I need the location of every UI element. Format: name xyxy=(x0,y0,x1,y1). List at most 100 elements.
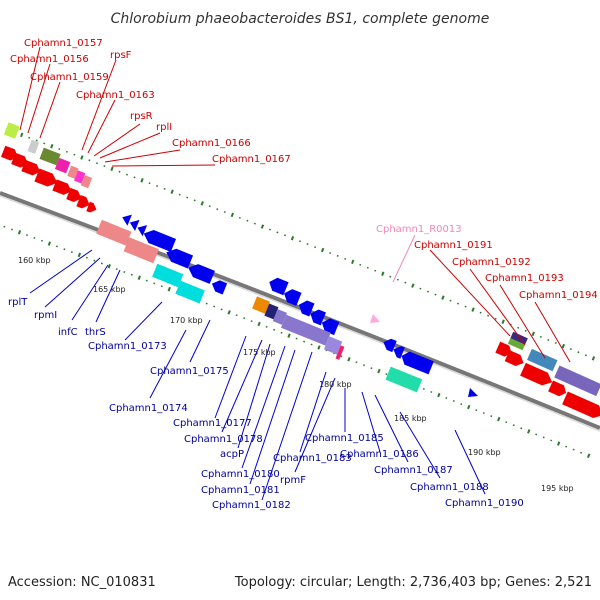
scale-tick xyxy=(170,189,174,194)
gene-feature xyxy=(96,219,132,246)
gene-label[interactable]: infC xyxy=(58,327,78,338)
scale-tick xyxy=(10,228,13,231)
scale-tick xyxy=(377,368,381,374)
gene-label[interactable]: Cphamn1_0185 xyxy=(305,433,384,444)
gene-label[interactable]: Cphamn1_0177 xyxy=(173,418,252,429)
scale-tick xyxy=(434,293,437,296)
scale-tick xyxy=(306,243,309,246)
gene-label[interactable]: Cphamn1_0187 xyxy=(374,465,453,476)
scale-tick xyxy=(497,416,501,422)
gene-label[interactable]: rpsF xyxy=(110,50,132,61)
scale-tick xyxy=(539,335,542,338)
gene-label[interactable]: rplI xyxy=(156,122,172,133)
scale-tick xyxy=(320,247,325,253)
scale-tick xyxy=(314,246,317,249)
scale-tick xyxy=(535,433,538,436)
scale-tick xyxy=(362,364,365,367)
gene-label[interactable]: rplT xyxy=(8,297,28,308)
scale-tick xyxy=(531,331,535,337)
scale-tick xyxy=(33,236,36,239)
rna-gene-label[interactable]: Cphamn1_R0013 xyxy=(376,224,462,235)
scale-tick xyxy=(243,317,246,320)
scale-tick xyxy=(374,269,377,272)
gene-label[interactable]: Cphamn1_0166 xyxy=(172,138,251,149)
scale-tick xyxy=(299,240,302,243)
scale-tick xyxy=(70,251,73,254)
forward-gene-features-left xyxy=(1,122,97,213)
gene-label[interactable]: Cphamn1_0163 xyxy=(76,90,155,101)
gene-label[interactable]: Cphamn1_0173 xyxy=(88,341,167,352)
leader-lines xyxy=(19,46,571,501)
scale-tick xyxy=(355,361,358,364)
gene-label[interactable]: Cphamn1_0157 xyxy=(24,38,103,49)
gene-label[interactable]: Cphamn1_0174 xyxy=(109,403,188,414)
scale-tick xyxy=(93,259,96,262)
scale-tick xyxy=(115,268,118,271)
scale-tick xyxy=(520,427,523,430)
gene-label[interactable]: Cphamn1_0156 xyxy=(10,54,89,65)
gene-label[interactable]: Cphamn1_0194 xyxy=(519,290,598,301)
scale-tick xyxy=(580,451,583,454)
scale-tick xyxy=(103,165,106,167)
gene-label[interactable]: Cphamn1_0182 xyxy=(212,500,291,511)
scale-label-165: 165 kbp xyxy=(93,285,126,294)
scale-tick xyxy=(3,225,6,228)
scale-tick xyxy=(35,139,38,142)
scale-tick xyxy=(347,357,351,362)
scale-tick xyxy=(118,170,121,173)
scale-tick xyxy=(422,388,425,390)
scale-tick xyxy=(475,409,478,412)
gene-feature xyxy=(3,122,20,139)
scale-tick xyxy=(130,273,133,276)
gene-arrow xyxy=(76,194,90,209)
scale-tick xyxy=(385,373,388,376)
scale-tick xyxy=(426,290,429,293)
gene-arrow xyxy=(211,280,228,295)
gene-label[interactable]: Cphamn1_0167 xyxy=(212,154,291,165)
gene-label[interactable]: Cphamn1_0188 xyxy=(410,482,489,493)
gene-label[interactable]: Cphamn1_0186 xyxy=(340,449,419,460)
scale-tick xyxy=(43,142,46,145)
scale-tick xyxy=(464,305,467,308)
scale-tick xyxy=(505,421,508,424)
scale-tick xyxy=(561,343,566,349)
gene-arrow xyxy=(52,179,72,195)
scale-tick xyxy=(137,275,141,280)
gene-label[interactable]: Cphamn1_0175 xyxy=(150,366,229,377)
gene-label[interactable]: Cphamn1_0191 xyxy=(414,240,493,251)
scale-tick xyxy=(250,320,253,323)
scale-tick xyxy=(550,439,553,442)
scale-tick xyxy=(359,263,362,266)
scale-tick xyxy=(542,436,545,439)
scale-tick xyxy=(452,399,455,403)
gene-feature xyxy=(385,366,423,393)
gene-arrow xyxy=(137,225,148,237)
gene-label[interactable]: Cphamn1_0180 xyxy=(201,469,280,480)
gene-label[interactable]: Cphamn1_0181 xyxy=(201,485,280,496)
gene-label[interactable]: rpsR xyxy=(130,111,153,122)
gene-label[interactable]: Cphamn1_0159 xyxy=(30,72,109,83)
gene-label[interactable]: Cphamn1_0190 xyxy=(445,498,524,509)
scale-tick xyxy=(494,317,497,320)
gene-label[interactable]: rpmI xyxy=(34,310,57,321)
gene-arrow xyxy=(562,391,600,419)
scale-tick xyxy=(260,224,265,229)
gene-label[interactable]: Cphamn1_0192 xyxy=(452,257,531,268)
gene-label[interactable]: rpmF xyxy=(280,475,306,486)
scale-tick xyxy=(336,254,339,257)
scale-tick xyxy=(17,230,22,235)
scale-tick xyxy=(213,305,216,308)
scale-tick xyxy=(40,239,43,242)
gene-label[interactable]: Cphamn1_0193 xyxy=(485,273,564,284)
gene-label[interactable]: thrS xyxy=(85,327,106,338)
gene-label[interactable]: acpP xyxy=(220,449,244,460)
gene-label[interactable]: Cphamn1_0183 xyxy=(273,453,352,464)
gene-feature xyxy=(507,338,525,351)
scale-ticks xyxy=(3,132,600,458)
gene-arrow xyxy=(166,248,194,269)
gene-label[interactable]: Cphamn1_0178 xyxy=(184,434,263,445)
gene-arrow xyxy=(504,350,524,367)
scale-tick xyxy=(257,321,261,327)
scale-tick xyxy=(65,150,68,153)
scale-tick xyxy=(47,241,52,246)
